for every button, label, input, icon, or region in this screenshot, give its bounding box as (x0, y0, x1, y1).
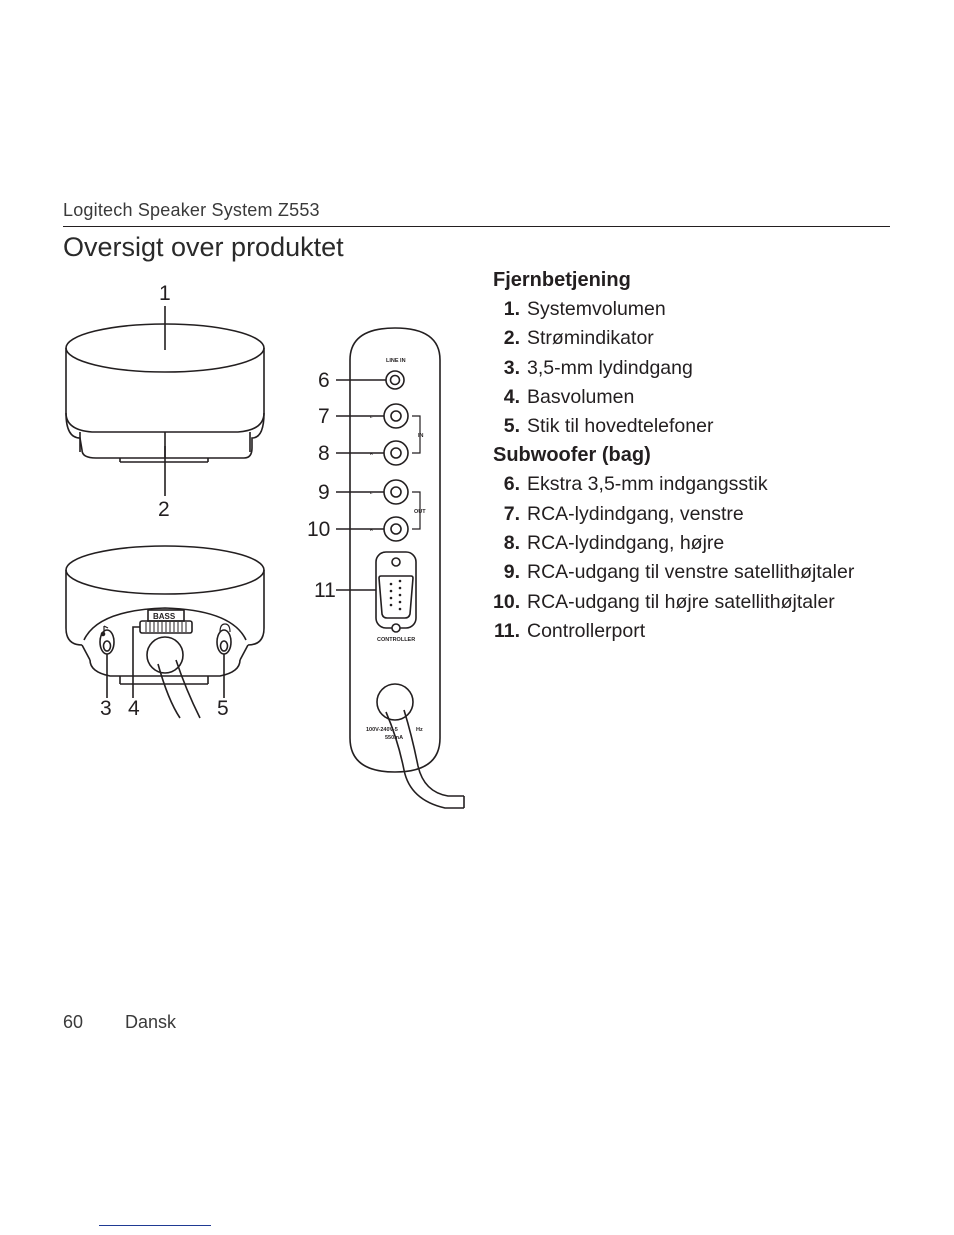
callout-1: 1 (159, 282, 171, 305)
callout-2: 2 (158, 498, 170, 521)
callout-10: 10 (307, 518, 330, 541)
list-number: 10. (493, 590, 521, 613)
list-item: 2. Strømindikator (493, 324, 913, 353)
list-item: 9. RCA-udgang til venstre satellithøjtale… (493, 558, 913, 587)
callout-6: 6 (318, 369, 330, 392)
list-number: 6. (503, 473, 520, 496)
list-item: 10. RCA-udgang til højre satellithøjtaler (493, 588, 913, 617)
list-number: 7. (503, 502, 520, 525)
header-rule (63, 226, 890, 227)
subwoofer-panel (336, 327, 465, 809)
panel-label-l-in: L (370, 414, 373, 419)
footer-language: Dansk (125, 1012, 177, 1032)
panel-label-power-hz: Hz (416, 727, 423, 733)
callout-7: 7 (318, 405, 330, 428)
callout-11: 11 (314, 579, 336, 602)
list-label: Stik til hovedtelefoner (527, 415, 714, 438)
remote-top-view (65, 306, 265, 496)
list-number: 1. (503, 298, 520, 320)
panel-label-out: OUT (414, 509, 426, 515)
list-item: 3. 3,5-mm lydindgang (493, 354, 913, 383)
list-item: 5. Stik til hovedtelefoner (493, 412, 913, 441)
panel-label-controller: CONTROLLER (377, 637, 415, 643)
list-number: 8. (503, 532, 520, 555)
bottom-rule (99, 1225, 211, 1226)
list-number: 4. (503, 385, 520, 408)
panel-label-line-in: LINE IN (386, 358, 406, 364)
list-label: Controllerport (527, 619, 646, 642)
list-item: 1. Systemvolumen (493, 295, 913, 324)
page-title: Oversigt over produktet (63, 232, 344, 262)
list-number: 5. (503, 415, 520, 438)
panel-label-r-in: R (370, 451, 373, 456)
callout-9: 9 (318, 481, 330, 504)
callout-8: 8 (318, 442, 330, 465)
list-item: 11. Controllerport (493, 617, 913, 646)
section-heading-remote: Fjernbetjening (493, 269, 631, 291)
section-heading-subwoofer: Subwoofer (bag) (493, 444, 651, 467)
list-item: 8. RCA-lydindgang, højre (493, 529, 913, 558)
list-number: 2. (503, 327, 520, 350)
component-legend: Fjernbetjening 1. Systemvolumen 2. Strømin… (493, 266, 913, 646)
list-number: 11. (493, 619, 520, 642)
list-item: 7. RCA-lydindgang, venstre (493, 500, 913, 529)
list-label: Ekstra 3,5-mm indgangsstik (527, 473, 768, 496)
callout-5: 5 (217, 697, 229, 720)
remote-back-view (65, 545, 265, 719)
panel-label-power-2: 550mA (385, 735, 403, 741)
list-label: 3,5-mm lydindgang (527, 356, 693, 379)
list-label: Systemvolumen (527, 298, 666, 320)
panel-label-in: IN (418, 433, 424, 439)
list-label: Basvolumen (527, 385, 635, 408)
list-label: RCA-udgang til højre satellithøjtaler (527, 590, 835, 613)
list-item: 4. Basvolumen (493, 383, 913, 412)
callout-3: 3 (100, 697, 112, 720)
panel-label-r-out: R (370, 527, 373, 532)
list-number: 3. (503, 356, 520, 379)
list-label: Strømindikator (527, 327, 654, 350)
list-number: 9. (503, 561, 520, 584)
callout-4: 4 (128, 697, 140, 720)
list-label: RCA-lydindgang, højre (527, 532, 725, 555)
list-item: 6. Ekstra 3,5-mm indgangsstik (493, 470, 913, 499)
document-header: Logitech Speaker System Z553 (63, 200, 320, 220)
panel-label-power-1: 100V-240V-5 (366, 727, 398, 733)
panel-label-l-out: L (370, 490, 373, 495)
bass-label: BASS (153, 612, 176, 621)
list-label: RCA-udgang til venstre satellithøjtaler (527, 561, 855, 584)
page-number: 60 (63, 1012, 84, 1032)
list-label: RCA-lydindgang, venstre (527, 502, 744, 525)
